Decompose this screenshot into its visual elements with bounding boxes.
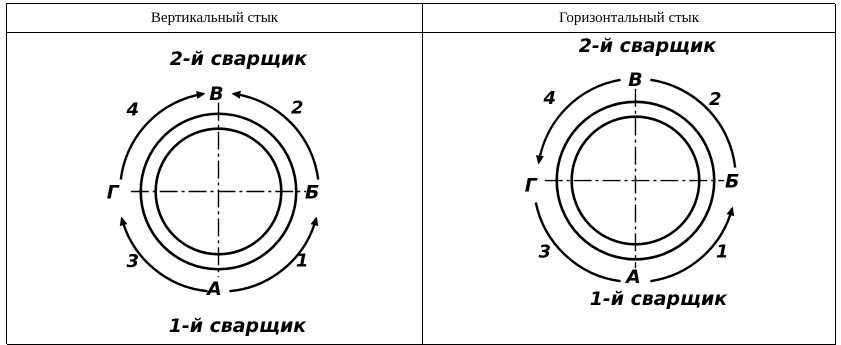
- horizontal-joint-cell: 2-й сварщик 1-й сварщик В А Г Б 4 2 3 1: [423, 33, 836, 345]
- welder-1-label: 1-й сварщик: [590, 288, 729, 310]
- point-b-label: Б: [725, 171, 739, 193]
- arc-top-right-arrow: [650, 78, 737, 168]
- sequence-1-label: 1: [716, 241, 728, 262]
- horizontal-joint-diagram: 2-й сварщик 1-й сварщик В А Г Б 4 2 3 1: [525, 35, 740, 310]
- arc-bottom-left-arrow: [534, 202, 621, 283]
- point-b-label: Б: [305, 181, 319, 203]
- point-v-label: В: [628, 69, 642, 91]
- arc-bottom-right-arrow: [650, 206, 735, 283]
- point-v-label: В: [209, 83, 223, 105]
- arc-top-left-arrow: [535, 78, 621, 165]
- sequence-1-label: 1: [296, 250, 308, 271]
- sequence-4-label: 4: [543, 88, 556, 109]
- welder-2-label: 2-й сварщик: [170, 48, 309, 70]
- sequence-3-label: 3: [127, 251, 139, 272]
- point-a-label: А: [205, 278, 222, 300]
- point-g-label: Г: [107, 181, 120, 203]
- header-horizontal-joint: Горизонтальный стык: [423, 4, 836, 33]
- point-g-label: Г: [525, 174, 538, 196]
- welder-2-label: 2-й сварщик: [579, 35, 718, 57]
- arc-top-left-arrow: [119, 90, 206, 180]
- sequence-4-label: 4: [126, 100, 139, 121]
- point-a-label: А: [624, 266, 641, 288]
- sequence-2-label: 2: [291, 98, 303, 119]
- arc-bottom-right-arrow: [229, 216, 319, 293]
- sequence-3-label: 3: [539, 241, 551, 262]
- welding-table: Вертикальный стык Горизонтальный стык 2-…: [6, 3, 836, 345]
- vertical-joint-cell: 2-й сварщик 1-й сварщик В А Г Б 4 2 3 1: [7, 33, 423, 345]
- arc-top-right-arrow: [231, 90, 320, 180]
- sequence-2-label: 2: [709, 89, 721, 110]
- vertical-joint-diagram: 2-й сварщик 1-й сварщик В А Г Б 4 2 3 1: [107, 48, 320, 337]
- header-vertical-joint: Вертикальный стык: [7, 4, 423, 33]
- arc-bottom-left-arrow: [119, 216, 208, 293]
- welder-1-label: 1-й сварщик: [169, 315, 308, 337]
